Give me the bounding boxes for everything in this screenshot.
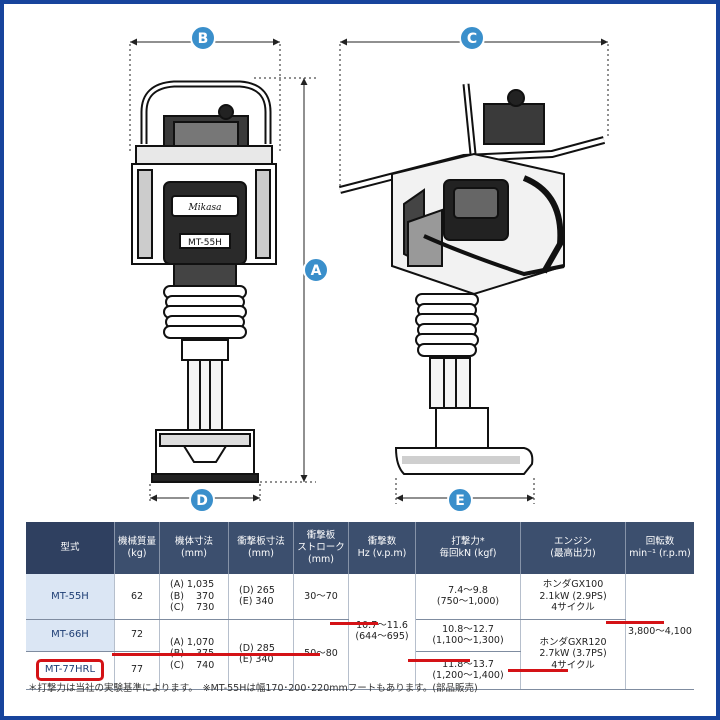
shop-brand-label: 建機の匠ワールド Yahoo!店: [550, 699, 710, 713]
highlight-underline-engine: [508, 669, 568, 672]
svg-text:MT-55H: MT-55H: [188, 238, 222, 248]
svg-text:D: D: [196, 493, 208, 509]
plate-dims-cell: (D) 265 (E) 340: [228, 574, 294, 620]
stroke-cell: 30～70: [293, 574, 349, 620]
header-stroke: 衝撃板 ストローク (mm): [293, 522, 349, 574]
model-cell: MT-66H: [26, 619, 115, 652]
model-cell-highlighted: MT-77HRL: [26, 651, 115, 690]
highlight-underline-impact-rate: [330, 622, 378, 625]
table-header-row: 型式 機械質量 (kg) 機体寸法 (mm) 衝撃板寸法 (mm) 衝撃板 スト…: [26, 522, 694, 574]
rpm-cell: 3,800～4,100: [625, 574, 694, 690]
weight-cell: 72: [114, 619, 160, 652]
header-impact-rate: 衝撃数 Hz (v.p.m): [348, 522, 416, 574]
svg-text:A: A: [311, 263, 322, 279]
impact-force-cell: 11.8～13.7 (1,200～1,400): [415, 651, 521, 690]
weight-cell: 62: [114, 574, 160, 620]
highlight-underline-row: [112, 653, 320, 656]
impact-force-cell: 7.4～9.8 (750～1,000): [415, 574, 521, 620]
engine-cell: ホンダGXR120 2.7kW (3.7PS) 4サイクル: [520, 619, 626, 690]
impact-force-cell: 10.8～12.7 (1,100～1,300): [415, 619, 521, 652]
front-view: Mikasa MT-55H: [131, 80, 277, 483]
header-weight: 機械質量 (kg): [114, 522, 160, 574]
weight-cell: 77: [114, 651, 160, 690]
rammer-technical-drawing: Mikasa MT-55H: [129, 25, 609, 513]
header-body-dims: 機体寸法 (mm): [159, 522, 229, 574]
header-impact-force: 打撃力* 毎回kN (kgf): [415, 522, 521, 574]
highlight-underline-rpm: [606, 621, 664, 624]
header-plate-dims: 衝撃板寸法 (mm): [228, 522, 294, 574]
model-cell: MT-55H: [26, 574, 115, 620]
model-highlight-box: MT-77HRL: [35, 659, 105, 681]
dimension-d-label: D: [189, 487, 215, 513]
header-rpm: 回転数 min⁻¹ (r.p.m): [625, 522, 694, 574]
header-model: 型式: [26, 522, 115, 574]
svg-text:Mikasa: Mikasa: [188, 203, 222, 213]
dimension-a-label: A: [303, 257, 329, 283]
header-engine: エンジン (最高出力): [520, 522, 626, 574]
engine-cell: ホンダGX100 2.1kW (2.9PS) 4サイクル: [520, 574, 626, 620]
side-view: [339, 83, 606, 475]
svg-text:B: B: [198, 31, 209, 47]
dimension-c-label: C: [459, 25, 485, 51]
svg-text:C: C: [467, 31, 477, 47]
body-dims-cell: (A) 1,035 (B) 370 (C) 730: [159, 574, 229, 620]
svg-text:E: E: [455, 493, 465, 509]
table-row: MT-55H 62 (A) 1,035 (B) 370 (C) 730 (D) …: [26, 574, 694, 690]
impact-rate-cell: 10.7～11.6 (644～695): [348, 574, 416, 690]
dimension-e-label: E: [447, 487, 473, 513]
highlight-underline-force: [408, 659, 470, 662]
table-row: MT-77HRL 77 11.8～13.7 (1,200～1,400): [26, 651, 694, 690]
table-row: MT-66H 72 (A) 1,070 (B) 375 (C) 740 (D) …: [26, 619, 694, 690]
footnote: ＊打撃力は当社の実験基準によります。 ※MT-55Hは幅170･200･220m…: [28, 683, 478, 694]
spec-table: 型式 機械質量 (kg) 機体寸法 (mm) 衝撃板寸法 (mm) 衝撃板 スト…: [26, 522, 694, 690]
dimension-b-label: B: [190, 25, 216, 51]
